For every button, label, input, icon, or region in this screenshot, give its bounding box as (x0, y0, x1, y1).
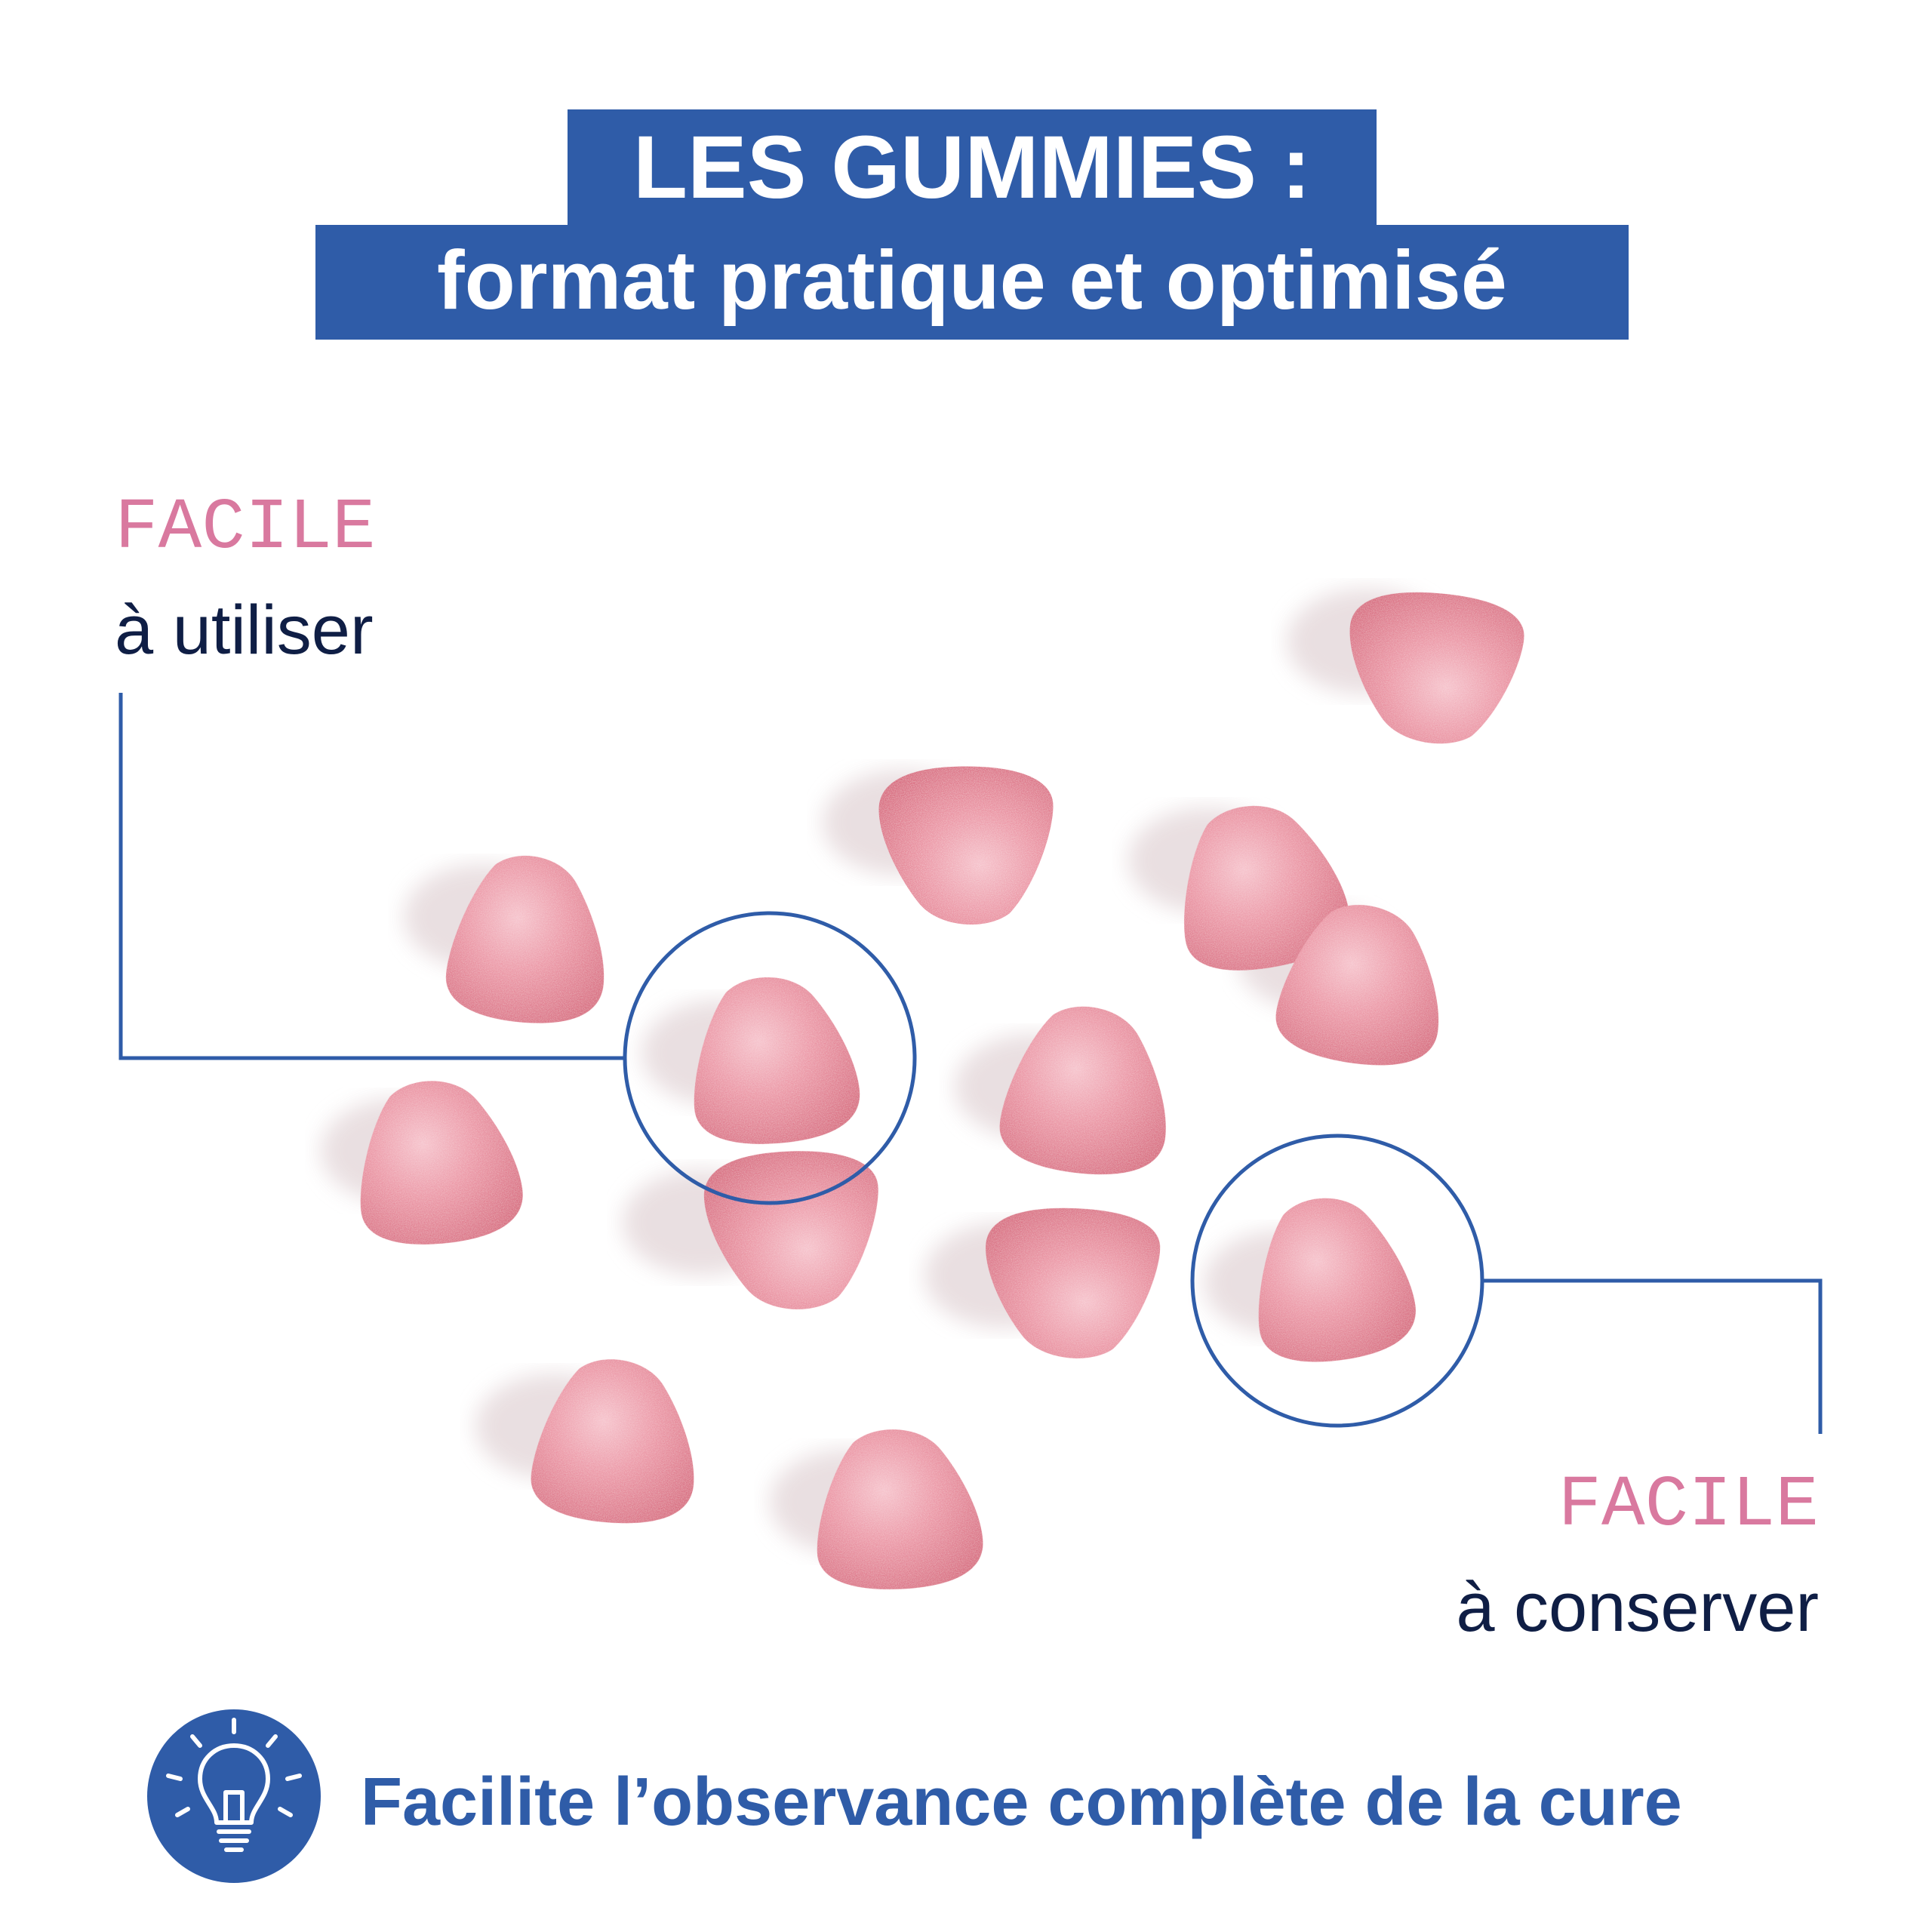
footer-message: Facilite l’observance complète de la cur… (361, 1764, 1682, 1840)
callout-left-connector (118, 693, 917, 1205)
callout-left-text: à utiliser (115, 592, 374, 669)
callout-right-text: à conserver (1456, 1569, 1819, 1646)
gummy-shadows (321, 589, 1445, 1555)
title-line-2: format pratique et optimisé (315, 225, 1629, 340)
callout-left-tag: FACILE (115, 487, 376, 569)
callout-right-tag: FACILE (1558, 1464, 1819, 1546)
lightbulb-icon (147, 1709, 321, 1883)
callout-right-connector (1190, 1134, 1823, 1434)
title-line-1: LES GUMMIES : (568, 109, 1377, 226)
